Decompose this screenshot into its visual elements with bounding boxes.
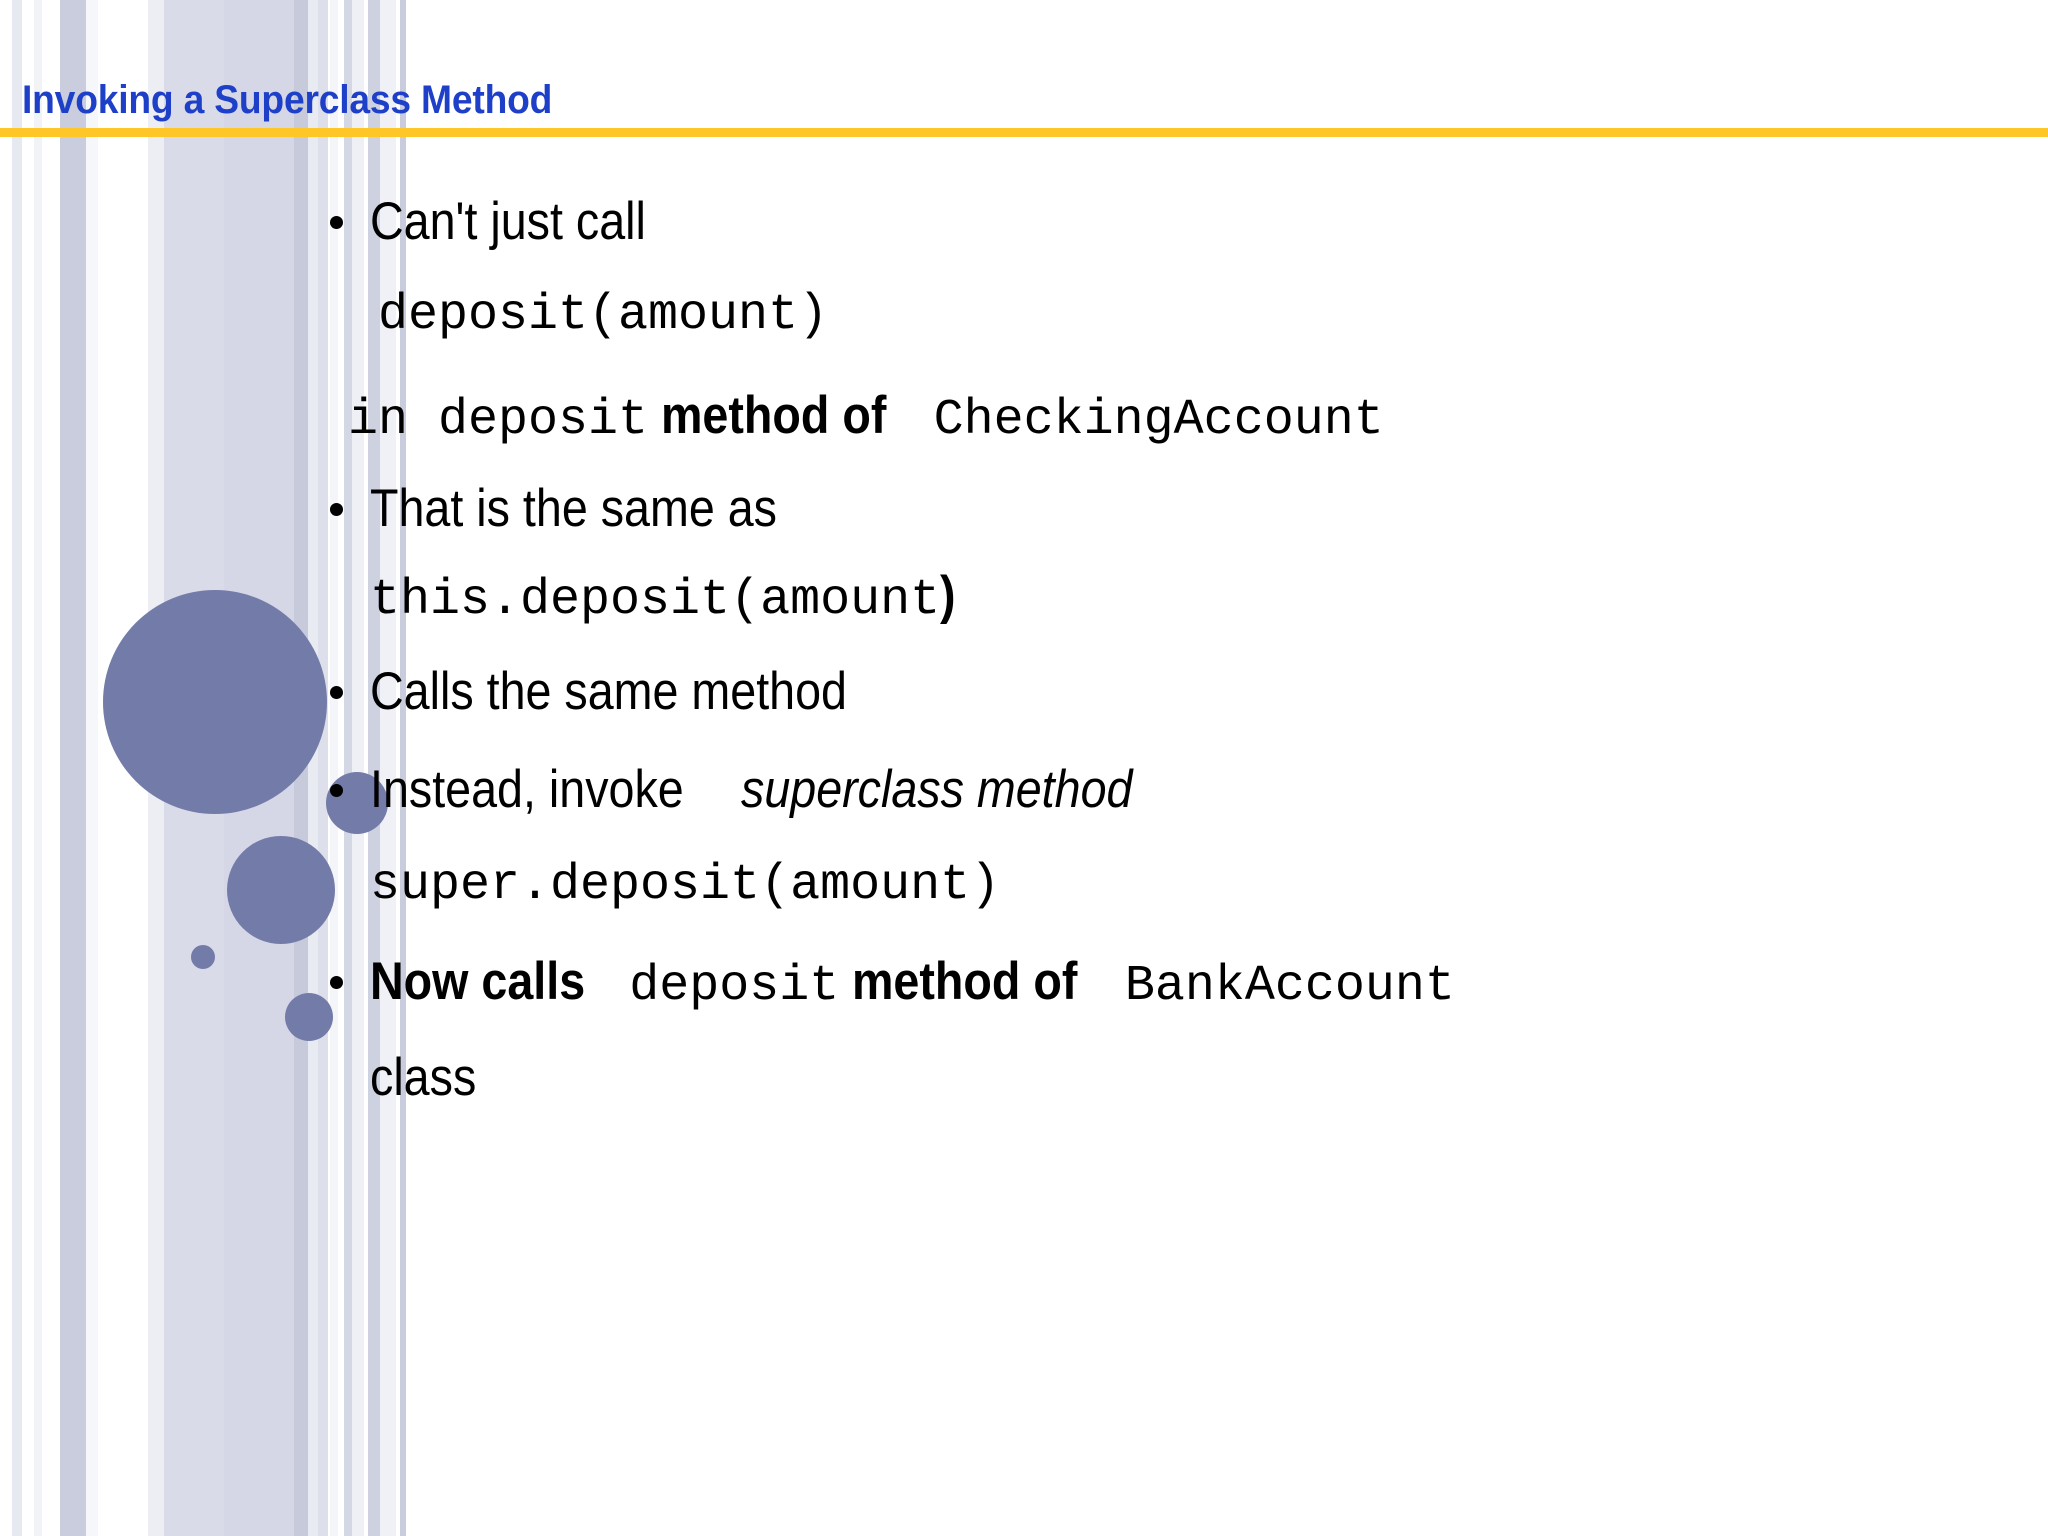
code-line-deposit-amount: deposit(amount) [318, 268, 2018, 364]
decorative-stripe [318, 0, 328, 1536]
code-text: super.deposit(amount) [370, 857, 1001, 914]
code-class-checkingaccount: CheckingAccount [933, 392, 1384, 449]
phrase-method-of: method of [839, 952, 1091, 1011]
code-line-this-deposit-amount: this.deposit(amount ) [318, 550, 2018, 642]
bullet-dot-icon [330, 216, 343, 229]
decorative-stripe [400, 0, 406, 1536]
decorative-stripe [34, 0, 42, 1536]
bullet-dot-icon [330, 976, 343, 989]
decorative-stripe [380, 0, 396, 1536]
bullet-text: Calls the same method [370, 662, 848, 721]
code-text: this.deposit(amount [370, 572, 941, 629]
phrase-method-of: method of [648, 386, 900, 445]
code-method-deposit: deposit [438, 392, 649, 449]
bullet-item-cant-just-call: Can't just call [318, 176, 2018, 268]
bullet-continuation-class: class [318, 1030, 2018, 1126]
circle-dot [191, 945, 215, 969]
circle-small-a [326, 772, 388, 834]
bullet-dot-icon [330, 784, 343, 797]
bullet-item-now-calls-deposit-method-of: Now calls deposit method of BankAccount [318, 934, 2018, 1030]
code-trailing-paren: ) [940, 566, 956, 625]
phrase-now-calls: Now calls [370, 952, 599, 1011]
bullet-text: Can't just call [370, 192, 646, 251]
code-keyword-in: in [348, 392, 439, 449]
code-method-deposit: deposit [629, 958, 840, 1015]
bullet-item-calls-the-same-method: Calls the same method [318, 642, 2018, 742]
code-line-super-deposit-amount: super.deposit(amount) [318, 838, 2018, 934]
slide-body: Can't just call deposit(amount) in depos… [318, 176, 2018, 1126]
decorative-stripe [368, 0, 380, 1536]
bullet-item-instead-invoke-superclass-method: Instead, invoke superclass method [318, 742, 2018, 838]
bullet-text-plain: Instead, invoke [370, 760, 697, 819]
decorative-stripe [308, 0, 318, 1536]
circle-large [103, 590, 327, 814]
circle-medium [227, 836, 335, 944]
bullet-text: That is the same as [370, 479, 777, 538]
page-title: Invoking a Superclass Method [22, 78, 553, 122]
code-class-bankaccount: BankAccount [1124, 958, 1455, 1015]
continuation-text: class [370, 1048, 477, 1107]
decorative-stripe [86, 0, 98, 1536]
mixed-line-in-deposit-method-of: in deposit method of CheckingAccount [318, 364, 2018, 468]
code-text: deposit(amount) [378, 287, 829, 344]
decorative-stripe [330, 0, 338, 1536]
bullet-item-that-is-the-same-as: That is the same as [318, 468, 2018, 550]
decorative-stripe [352, 0, 364, 1536]
bullet-text-emphasis-superclass-method: superclass method [741, 760, 1133, 819]
decorative-stripe [12, 0, 22, 1536]
bullet-dot-icon [330, 686, 343, 699]
bullet-dot-icon [330, 503, 343, 516]
circle-small-b [285, 993, 333, 1041]
title-divider-rule [0, 128, 2048, 137]
decorative-stripe [60, 0, 86, 1536]
decorative-stripe [344, 0, 352, 1536]
